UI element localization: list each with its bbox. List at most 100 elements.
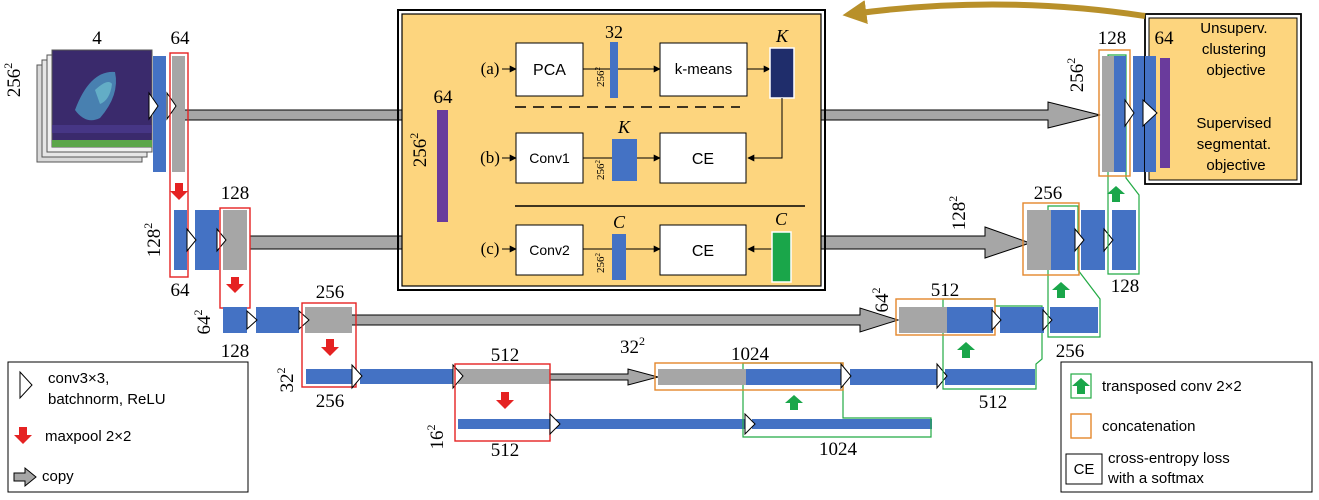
row-a-label: (a) — [481, 59, 500, 78]
legend-left: conv3×3, batchnorm, ReLU maxpool 2×2 cop… — [7, 361, 249, 493]
conv2-output-size: 2562 — [594, 253, 607, 274]
maxpool-legend-icon — [14, 427, 32, 444]
pca-output-channels: 32 — [605, 22, 623, 42]
transposed-legend-icon — [1072, 378, 1090, 394]
panel-feature-channels: 64 — [434, 87, 454, 108]
enc1-conv-a — [153, 56, 166, 172]
pca-output-bar — [610, 42, 618, 98]
dec2-up — [1051, 210, 1075, 270]
dec2-copy — [1027, 210, 1051, 270]
dec3-channels: 512 — [931, 280, 960, 301]
conv-arrow — [1074, 227, 1085, 253]
unsupervised-objective: Unsuperv. clustering objective — [1200, 20, 1271, 79]
ce-legend-icon — [1065, 453, 1103, 485]
conv-arrow — [991, 308, 1002, 332]
ce-legend-box-label: CE — [1074, 461, 1095, 478]
copy-arrow-level3 — [346, 307, 900, 333]
conv2-box-label: Conv2 — [529, 242, 570, 258]
row-c: (c) Conv2 C 2562 CE C — [481, 209, 792, 283]
dec1-up — [1114, 56, 1126, 172]
pca-box-label: PCA — [533, 62, 566, 79]
conv1-box — [515, 132, 584, 184]
dec3-conv-a — [1000, 307, 1044, 333]
enc2-conv-b — [195, 210, 219, 270]
legend-right: transposed conv 2×2 concatenation CE cro… — [1060, 361, 1313, 493]
enc3-bottom-channels: 256 — [316, 391, 345, 412]
enc5-conv-a — [458, 419, 551, 429]
enc3-conv-c — [305, 307, 352, 333]
row-c-label: (c) — [481, 239, 500, 258]
enc3-size: 642 — [191, 310, 215, 335]
upconv-outline-1 — [1107, 54, 1140, 275]
dec3-bottom-channels: 256 — [1056, 341, 1085, 362]
dec2-channels: 256 — [1034, 183, 1063, 204]
ground-truth-bar — [771, 231, 792, 283]
enc4-block-outline — [454, 363, 551, 442]
enc4-channels: 512 — [491, 345, 520, 366]
ce-box-b — [659, 132, 747, 184]
dec4-size: 322 — [620, 334, 645, 358]
enc2-size: 1282 — [141, 223, 165, 258]
enc1-bottom-channels: 64 — [171, 280, 191, 301]
conv-arrow — [186, 227, 197, 253]
conv-legend-icon — [19, 370, 33, 400]
concat-legend-icon — [1070, 413, 1092, 439]
dec1-channels: 128 — [1098, 28, 1127, 49]
objectives-box: 64 Unsuperv. clustering objective Superv… — [1142, 13, 1302, 185]
maxpool-legend-label: maxpool 2×2 — [45, 428, 131, 445]
concat-legend-label: concatenation — [1102, 418, 1195, 435]
conv-arrow — [840, 362, 852, 390]
enc4-size: 322 — [274, 368, 298, 393]
conv-arrow — [216, 227, 227, 253]
upconv-outline-2 — [1047, 205, 1101, 338]
enc2-conv-c — [223, 210, 247, 270]
cluster-labels-bar — [769, 47, 795, 99]
dec4-conv-b — [945, 369, 1035, 385]
output-channels: 64 — [1155, 28, 1175, 49]
panel-feature-bar — [437, 110, 448, 222]
maxpool-arrow-3 — [321, 339, 339, 356]
supervised-objective: Supervised segmentat. objective — [1196, 115, 1275, 174]
enc4-conv-b — [360, 369, 453, 384]
enc2-conv-a — [174, 210, 187, 270]
conv1-output-channels: K — [617, 117, 631, 137]
conv-legend-line1: conv3×3, — [48, 370, 109, 387]
dec2-conv-a — [1081, 210, 1105, 270]
conv-legend-line2: batchnorm, ReLU — [48, 391, 166, 408]
ce-box-c — [659, 224, 747, 276]
transposed-conv-arrow — [785, 395, 803, 410]
conv2-box — [515, 224, 584, 276]
ce-box-b-label: CE — [692, 151, 714, 168]
enc3-conv-b — [256, 307, 299, 333]
enc5-conv-c — [752, 419, 932, 429]
transposed-conv-arrow — [957, 342, 975, 358]
ce-legend-line1: cross-entropy loss — [1108, 450, 1230, 467]
conv2-output-channels: C — [613, 212, 626, 232]
enc4-conv-c — [458, 369, 550, 384]
dec4-copy — [658, 369, 746, 385]
dec4-channels: 1024 — [731, 344, 770, 365]
enc4-conv-a — [306, 369, 353, 384]
dec4-up — [746, 369, 841, 385]
row-b-label: (b) — [480, 148, 500, 167]
enc1-conv-b — [172, 56, 185, 172]
transposed-conv-arrow — [1107, 186, 1125, 202]
copy-legend-icon — [13, 466, 37, 488]
conv-arrow — [246, 309, 258, 331]
enc3-channels: 256 — [316, 282, 345, 303]
maxpool-arrow-4 — [496, 392, 514, 409]
panel-feature-size: 2562 — [407, 133, 431, 168]
transposed-legend-label: transposed conv 2×2 — [1102, 378, 1242, 395]
enc2-channels: 128 — [221, 183, 250, 204]
maxpool-arrow-2 — [226, 277, 244, 293]
dec3-size: 642 — [869, 288, 893, 313]
conv1-output-bar — [612, 139, 637, 181]
dec3-up — [947, 307, 993, 333]
dec2-size: 1282 — [946, 196, 970, 231]
conv-arrow — [1142, 98, 1158, 128]
enc1-block-outline — [169, 52, 189, 278]
dec1-conv-a — [1133, 56, 1145, 172]
cluster-labels-k: K — [775, 26, 789, 46]
dec4-conv-a — [850, 369, 938, 385]
